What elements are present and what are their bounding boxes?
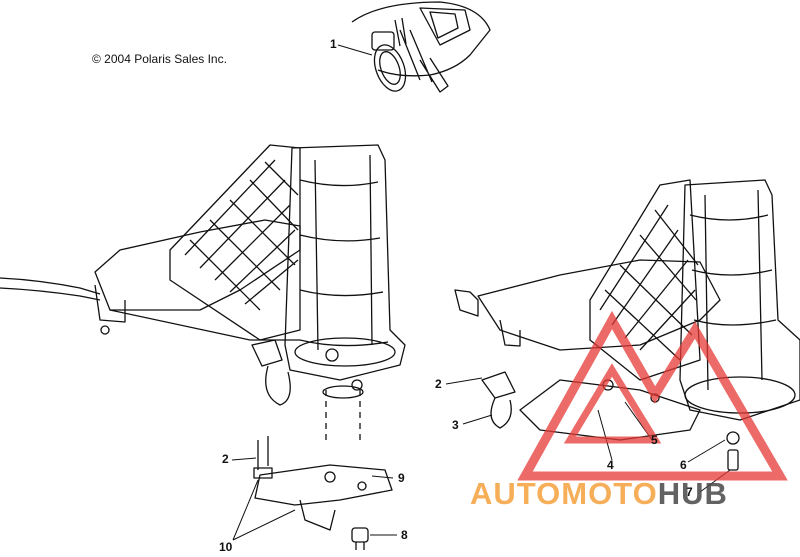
callout-2-left: 2 xyxy=(222,452,229,466)
left-assembly xyxy=(0,144,406,550)
callout-10: 10 xyxy=(219,540,233,554)
callout-2-right: 2 xyxy=(435,377,442,391)
callout-1: 1 xyxy=(330,37,337,51)
automotohub-logo-mark xyxy=(517,310,788,481)
watermark-part1: AUTOMOTO xyxy=(470,476,658,511)
copyright-notice: © 2004 Polaris Sales Inc. xyxy=(92,52,227,66)
callout-7: 7 xyxy=(686,485,693,499)
callout-3: 3 xyxy=(452,418,459,432)
callout-9: 9 xyxy=(398,471,405,485)
automotohub-watermark: AUTOMOTOHUB xyxy=(470,476,728,512)
inset-cable-clip xyxy=(351,1,491,93)
callout-6: 6 xyxy=(680,458,687,472)
callout-5: 5 xyxy=(651,433,658,447)
callout-4: 4 xyxy=(607,458,614,472)
leader-lines xyxy=(231,44,731,541)
callout-8: 8 xyxy=(401,528,408,542)
watermark-part2: HUB xyxy=(657,476,728,511)
